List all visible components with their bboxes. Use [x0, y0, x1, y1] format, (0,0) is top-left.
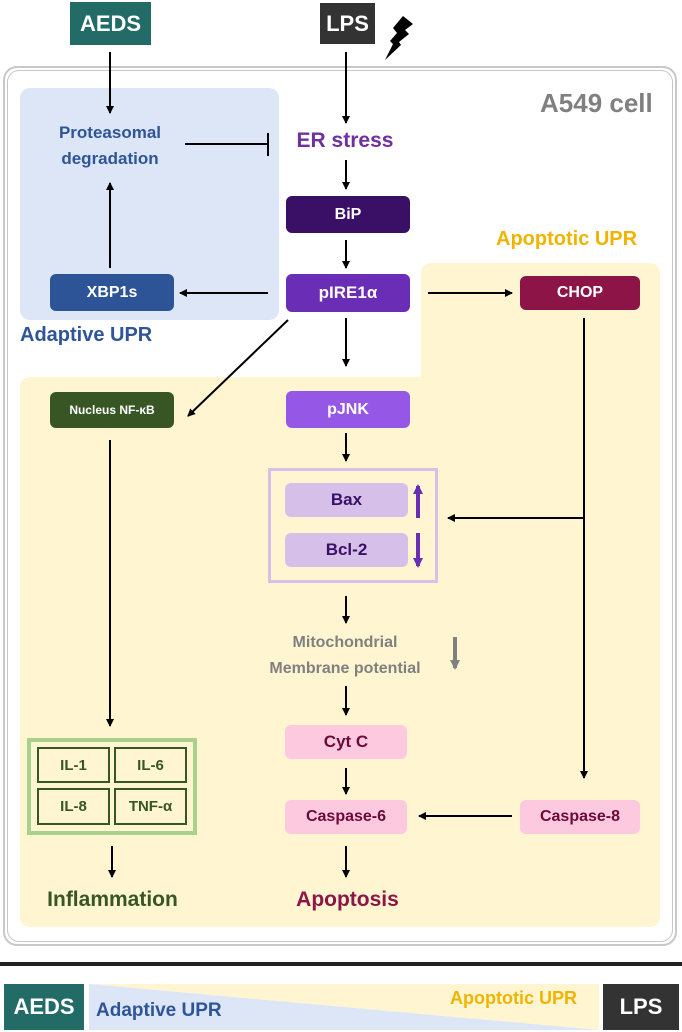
er-stress-label: ER stress — [296, 129, 394, 152]
legend-adaptive-label: Adaptive UPR — [96, 1000, 222, 1021]
cytokine-tnfa: TNF-α — [114, 788, 187, 825]
xbp1s-node: XBP1s — [50, 274, 174, 311]
mito-line2: Membrane potential — [269, 660, 421, 677]
mitochondrial-potential-label: Mitochondrial Membrane potential — [240, 630, 450, 682]
lps-input: LPS — [320, 3, 375, 44]
mito-line1: Mitochondrial — [292, 634, 398, 651]
adaptive-upr-label: Adaptive UPR — [20, 324, 153, 346]
cell-membrane-inner — [7, 70, 673, 942]
legend-gradient — [89, 984, 599, 1030]
cytokine-il6: IL-6 — [114, 747, 187, 783]
cytokine-il8: IL-8 — [37, 788, 110, 825]
cytc-node: Cyt C — [285, 725, 407, 759]
cytokine-group — [27, 738, 197, 835]
cell-label: A549 cell — [540, 88, 653, 118]
apoptotic-upr-label: Apoptotic UPR — [496, 228, 638, 250]
proteasomal-line1: Proteasomal — [58, 123, 162, 142]
bax-node: Bax — [285, 483, 408, 517]
cell-membrane — [3, 66, 677, 946]
legend-divider — [0, 962, 682, 966]
pire1a-node: pIRE1α — [286, 274, 410, 312]
legend-aeds: AEDS — [4, 984, 84, 1030]
inflammation-outcome: Inflammation — [47, 888, 178, 911]
bip-node: BiP — [286, 196, 410, 233]
lightning-bolt-icon — [385, 16, 413, 60]
bax-bcl2-group — [268, 468, 438, 583]
aeds-input: AEDS — [70, 2, 151, 45]
legend-lps: LPS — [603, 984, 679, 1030]
legend-apoptotic-label: Apoptotic UPR — [450, 988, 577, 1008]
bcl2-node: Bcl-2 — [285, 533, 408, 567]
proteasomal-degradation-label: Proteasomal degradation — [35, 120, 185, 172]
chop-node: CHOP — [520, 276, 640, 310]
proteasomal-line2: degradation — [61, 149, 159, 168]
caspase8-node: Caspase-8 — [520, 800, 640, 834]
cytokine-il1: IL-1 — [37, 747, 110, 783]
nfkb-node: Nucleus NF-κB — [50, 392, 174, 428]
arrow-pire1a-nfkb — [187, 319, 289, 417]
pjnk-node: pJNK — [286, 391, 410, 428]
caspase6-node: Caspase-6 — [285, 800, 407, 834]
apoptosis-outcome: Apoptosis — [296, 888, 399, 911]
